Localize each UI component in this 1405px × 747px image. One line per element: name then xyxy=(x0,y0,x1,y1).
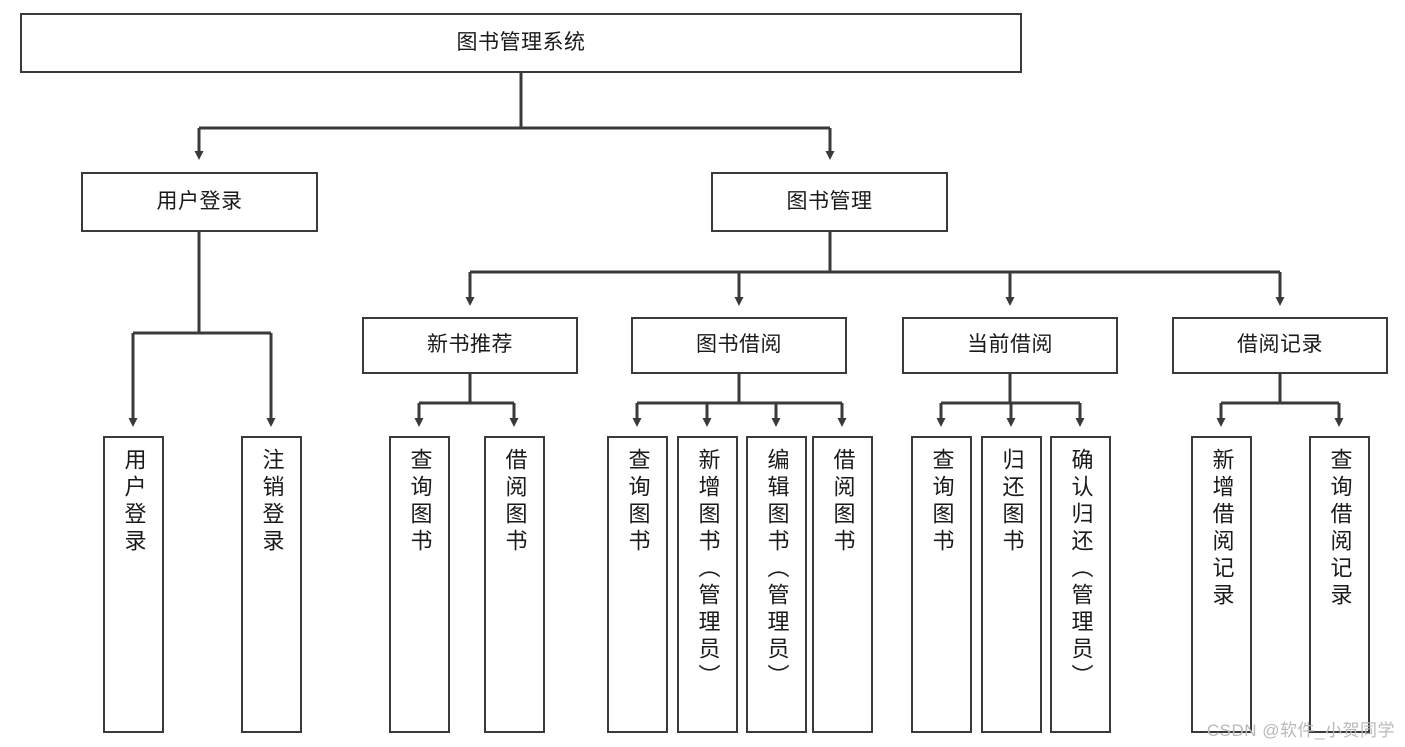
node-user-login-label: 用户登录 xyxy=(156,189,243,213)
leaf-query-record[interactable]: 查询借阅记录 xyxy=(1309,436,1370,733)
node-borrow-record[interactable]: 借阅记录 xyxy=(1172,317,1388,374)
node-current-borrow-label: 当前借阅 xyxy=(967,333,1053,357)
leaf-query-book-1-label: 查询图书 xyxy=(407,448,433,556)
node-new-book-recommend-label: 新书推荐 xyxy=(427,333,513,357)
leaf-confirm-return-label: 确认归还（管理员） xyxy=(1068,448,1094,691)
leaf-query-book-3-label: 查询图书 xyxy=(929,448,955,556)
leaf-return-book[interactable]: 归还图书 xyxy=(981,436,1042,733)
leaf-return-book-label: 归还图书 xyxy=(999,448,1025,556)
node-book-manage-label: 图书管理 xyxy=(786,189,873,213)
leaf-add-record-label: 新增借阅记录 xyxy=(1209,448,1235,610)
leaf-query-book-2-label: 查询图书 xyxy=(625,448,651,556)
leaf-edit-book-label: 编辑图书（管理员） xyxy=(764,448,790,691)
node-user-login[interactable]: 用户登录 xyxy=(81,172,318,232)
leaf-borrow-book-2-label: 借阅图书 xyxy=(830,448,856,556)
leaf-add-record[interactable]: 新增借阅记录 xyxy=(1191,436,1252,733)
leaf-add-book-label: 新增图书（管理员） xyxy=(695,448,721,691)
node-root-label: 图书管理系统 xyxy=(456,30,586,54)
leaf-user-logout[interactable]: 注销登录 xyxy=(241,436,302,733)
leaf-user-login[interactable]: 用户登录 xyxy=(103,436,164,733)
leaf-user-login-label: 用户登录 xyxy=(121,448,147,556)
node-book-borrow-label: 图书借阅 xyxy=(696,333,782,357)
node-book-borrow[interactable]: 图书借阅 xyxy=(631,317,847,374)
node-borrow-record-label: 借阅记录 xyxy=(1237,333,1323,357)
leaf-borrow-book-1-label: 借阅图书 xyxy=(502,448,528,556)
leaf-query-book-1[interactable]: 查询图书 xyxy=(389,436,450,733)
leaf-borrow-book-1[interactable]: 借阅图书 xyxy=(484,436,545,733)
leaf-confirm-return[interactable]: 确认归还（管理员） xyxy=(1050,436,1111,733)
leaf-edit-book[interactable]: 编辑图书（管理员） xyxy=(746,436,807,733)
node-book-manage[interactable]: 图书管理 xyxy=(711,172,948,232)
node-root[interactable]: 图书管理系统 xyxy=(20,13,1022,73)
leaf-query-book-2[interactable]: 查询图书 xyxy=(607,436,668,733)
leaf-query-record-label: 查询借阅记录 xyxy=(1327,448,1353,610)
node-new-book-recommend[interactable]: 新书推荐 xyxy=(362,317,578,374)
leaf-borrow-book-2[interactable]: 借阅图书 xyxy=(812,436,873,733)
leaf-query-book-3[interactable]: 查询图书 xyxy=(911,436,972,733)
leaf-add-book[interactable]: 新增图书（管理员） xyxy=(677,436,738,733)
leaf-user-logout-label: 注销登录 xyxy=(259,448,285,556)
node-current-borrow[interactable]: 当前借阅 xyxy=(902,317,1118,374)
